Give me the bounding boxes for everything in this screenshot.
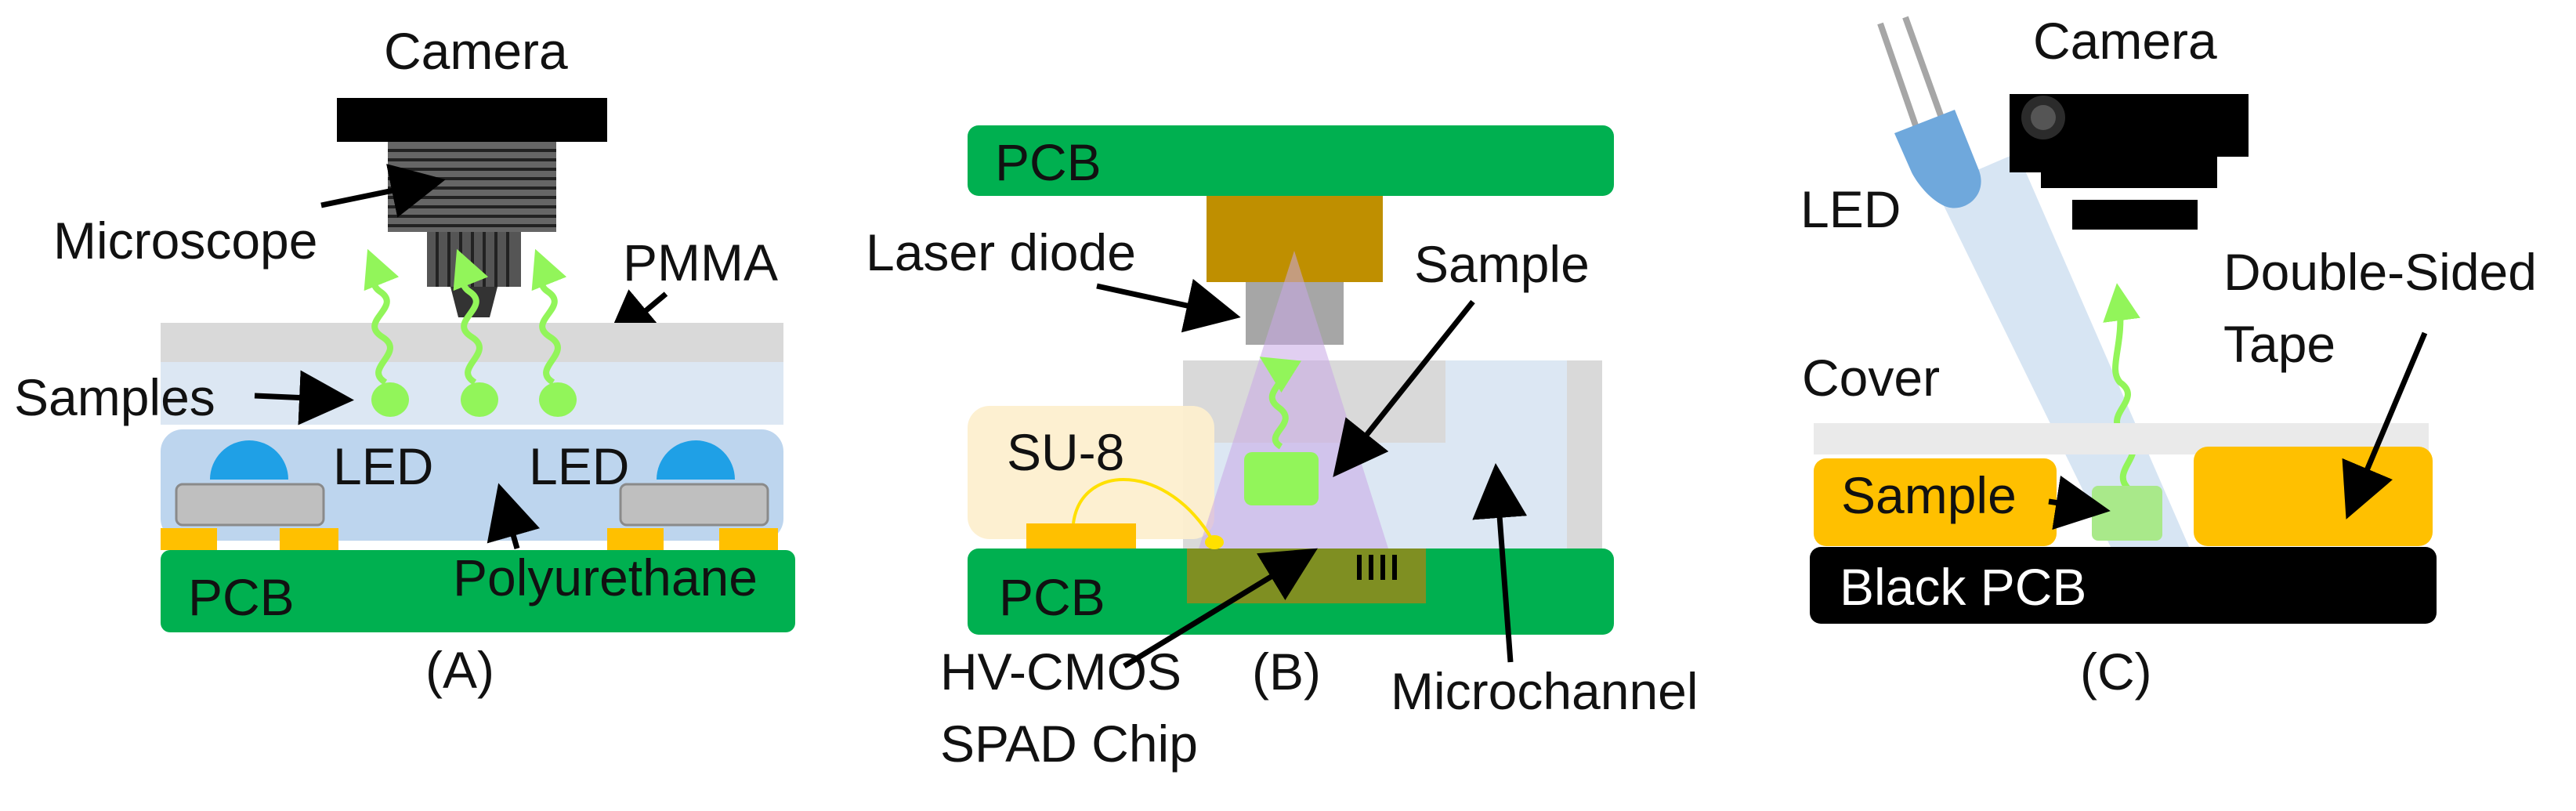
pcb-a	[161, 550, 795, 632]
sample-label-b: Sample	[1414, 235, 1590, 293]
chip-label-line2: SPAD Chip	[940, 715, 1198, 773]
fluorescent-samples-a	[364, 248, 577, 417]
sample-b	[1244, 452, 1319, 505]
sample-c	[2092, 486, 2162, 541]
microscope-arrow	[320, 164, 446, 218]
microchannel-label: Microchannel	[1391, 662, 1699, 720]
emission-b	[1259, 357, 1302, 450]
bond-pad	[1026, 523, 1136, 549]
led-icon-c	[1877, 16, 1981, 208]
led-label-a-left: LED	[333, 437, 433, 495]
cover-label: Cover	[1802, 349, 1940, 407]
chip-label-line1: HV-CMOS	[940, 643, 1181, 701]
pmma-layer	[161, 323, 783, 362]
microscope-label: Microscope	[53, 212, 317, 270]
su8-label: SU-8	[1007, 423, 1124, 481]
camera-icon-c	[2010, 94, 2249, 230]
tape-right	[2194, 447, 2433, 546]
polyurethane-label: Polyurethane	[453, 549, 758, 606]
led-label-a-right: LED	[529, 437, 629, 495]
spad-pixels	[1357, 555, 1397, 580]
samples-label: Samples	[14, 368, 215, 426]
pmma-label: PMMA	[623, 234, 778, 291]
camera-label-c: Camera	[2033, 12, 2217, 70]
led-right-icon	[607, 440, 778, 550]
black-pcb-label: Black PCB	[1840, 558, 2086, 616]
sample-arrow-c	[2048, 475, 2111, 530]
su8-block	[968, 406, 1214, 539]
laser-diode-arrow	[1096, 278, 1241, 333]
pcb-top-label-b: PCB	[995, 133, 1102, 191]
pcb-bottom-label-b: PCB	[999, 568, 1105, 626]
caption-b: (B)	[1252, 643, 1321, 701]
black-pcb	[1810, 547, 2437, 624]
led-left-icon	[161, 440, 338, 550]
sample-arrow-b	[1333, 299, 1475, 477]
tape-left	[1814, 458, 2057, 546]
bond-wire	[1072, 478, 1214, 542]
emission-c	[2103, 283, 2140, 492]
panel-c: LED Camera Cover Sample Black PCB Double…	[1800, 12, 2537, 701]
tape-label-line1: Double-Sided	[2223, 243, 2537, 301]
tape-label-line2: Tape	[2223, 315, 2335, 373]
camera-body-a	[337, 98, 607, 142]
tape-arrow	[2342, 331, 2428, 520]
pcb-top-b	[968, 125, 1614, 196]
chip-arrow	[1123, 548, 1318, 668]
panel-a: Camera	[14, 22, 795, 699]
panel-b: PCB Laser diode SU-8 Sample PCB	[866, 125, 1699, 773]
microchannel-arrow	[1472, 463, 1528, 663]
led-label-c: LED	[1800, 180, 1901, 238]
pcb-label-a: PCB	[188, 568, 295, 626]
bond-ball	[1205, 535, 1224, 549]
caption-c: (C)	[2080, 643, 2152, 701]
camera-label-a: Camera	[384, 22, 568, 80]
sample-label-c: Sample	[1841, 466, 2017, 524]
laser-diode-label: Laser diode	[866, 223, 1136, 281]
polyurethane-arrow	[487, 483, 541, 549]
samples-arrow	[254, 370, 354, 425]
caption-a: (A)	[425, 641, 494, 699]
